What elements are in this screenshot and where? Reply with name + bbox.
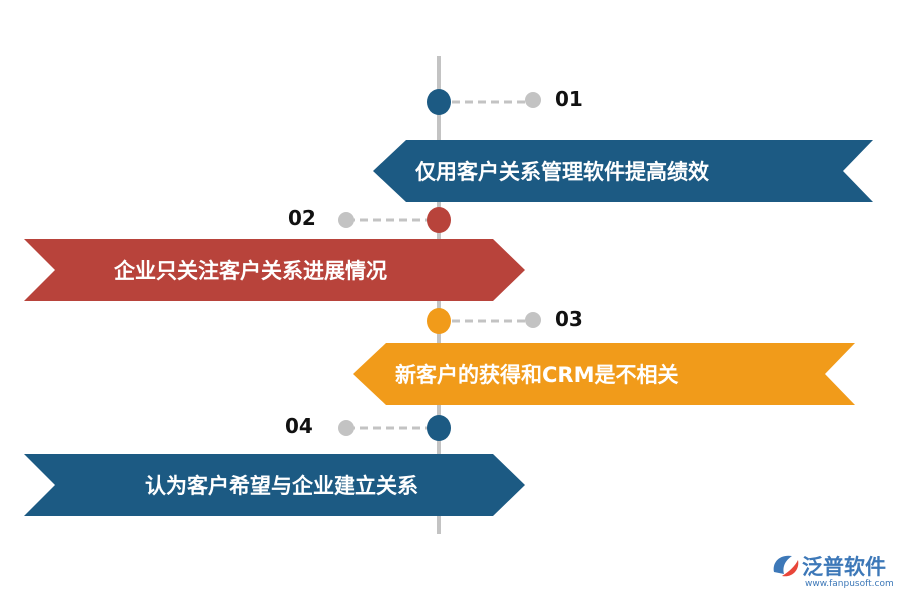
step-number: 02 — [288, 206, 316, 230]
step-node — [427, 308, 451, 334]
step-01: 01 仅用客户关系管理软件提高绩效 — [373, 87, 873, 202]
step-text: 仅用客户关系管理软件提高绩效 — [414, 160, 709, 184]
brand-name: 泛普软件 — [802, 555, 886, 579]
step-ribbon — [353, 343, 855, 405]
step-text: 企业只关注客户关系进展情况 — [113, 259, 387, 283]
step-node — [427, 415, 451, 441]
step-number: 03 — [555, 307, 583, 331]
step-number: 04 — [285, 414, 313, 438]
step-ribbon — [373, 140, 873, 202]
step-node — [427, 89, 451, 115]
brand-logo: 泛普软件 www.fanpusoft.com — [773, 555, 894, 589]
step-end-dot — [338, 420, 354, 436]
brand-url: www.fanpusoft.com — [805, 579, 894, 589]
step-end-dot — [525, 92, 541, 108]
step-text: 新客户的获得和CRM是不相关 — [395, 363, 678, 387]
step-text: 认为客户希望与企业建立关系 — [145, 474, 418, 498]
step-04: 04 认为客户希望与企业建立关系 — [24, 414, 525, 516]
step-end-dot — [525, 312, 541, 328]
fanpu-logo-icon — [773, 555, 799, 577]
step-ribbon — [24, 454, 525, 516]
step-number: 01 — [555, 87, 583, 111]
step-ribbon — [24, 239, 525, 301]
step-node — [427, 207, 451, 233]
step-02: 02 企业只关注客户关系进展情况 — [24, 206, 525, 301]
step-03: 03 新客户的获得和CRM是不相关 — [353, 307, 855, 405]
step-end-dot — [338, 212, 354, 228]
